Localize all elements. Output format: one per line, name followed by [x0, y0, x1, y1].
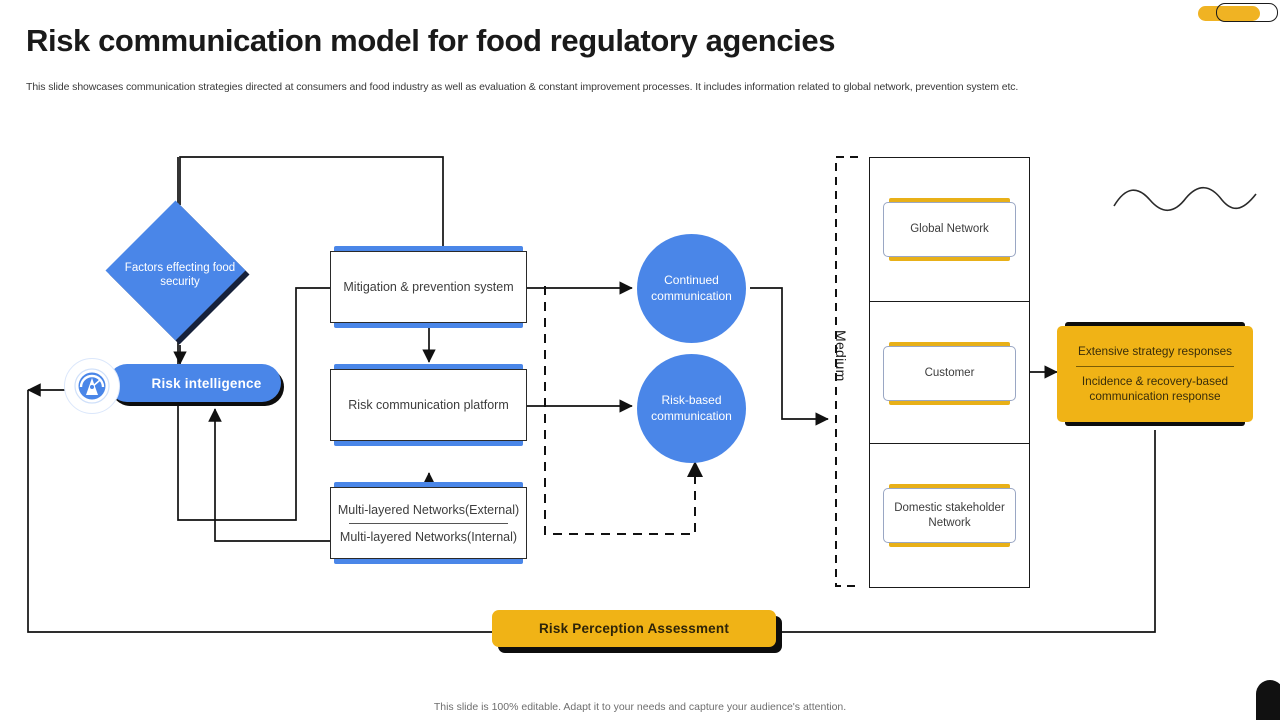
box-accent-bottom	[889, 255, 1010, 261]
risk-perception-assessment-label: Risk Perception Assessment	[538, 621, 730, 636]
mitigation-box-label: Mitigation & prevention system	[343, 280, 514, 294]
platform-box-body: Risk communication platform	[330, 369, 527, 441]
incidence-recovery-label: Incidence & recovery-based communication…	[1081, 374, 1229, 403]
risk-based-communication-circle[interactable]: Risk-based communication	[637, 354, 746, 463]
platform-box[interactable]: Risk communication platform	[330, 364, 527, 446]
extensive-strategy-label: Extensive strategy responses	[1077, 344, 1233, 359]
continued-communication-circle[interactable]: Continued communication	[637, 234, 746, 343]
box-accent-bottom	[334, 439, 523, 446]
gauge-radar-icon	[64, 358, 120, 414]
networks-divider	[348, 522, 509, 524]
footer-note: This slide is 100% editable. Adapt it to…	[433, 701, 847, 713]
box-accent-bottom	[334, 557, 523, 564]
networks-box-body: Multi-layered Networks(External) Multi-l…	[330, 487, 527, 559]
corner-decoration	[1256, 680, 1280, 720]
panel-shadow-top	[1065, 322, 1245, 329]
risk-based-communication-label: Risk-based communication	[651, 392, 732, 423]
box-accent-top	[334, 246, 523, 253]
medium-cell-domestic[interactable]: Domestic stakeholder Network	[870, 444, 1029, 587]
diamond-label: Factors effecting food security	[124, 261, 236, 288]
responses-panel[interactable]: Extensive strategy responses Incidence &…	[1057, 322, 1253, 426]
bar-body: Risk Perception Assessment	[492, 610, 776, 647]
networks-internal-label: Multi-layered Networks(Internal)	[339, 529, 518, 544]
global-network-label: Global Network	[883, 202, 1016, 257]
medium-label: Medium	[833, 330, 849, 382]
risk-intelligence-node[interactable]: Risk intelligence	[64, 358, 289, 416]
domestic-network-box[interactable]: Domestic stakeholder Network	[883, 484, 1016, 547]
customer-label: Customer	[883, 346, 1016, 401]
box-accent-top	[889, 484, 1010, 490]
responses-panel-body: Extensive strategy responses Incidence &…	[1057, 326, 1253, 422]
risk-intelligence-pill: Risk intelligence	[108, 364, 281, 402]
box-accent-top	[889, 198, 1010, 204]
mitigation-box-body: Mitigation & prevention system	[330, 251, 527, 323]
responses-divider	[1075, 366, 1235, 368]
decorative-pill	[1194, 2, 1280, 24]
networks-box[interactable]: Multi-layered Networks(External) Multi-l…	[330, 482, 527, 564]
squiggle-icon	[1113, 186, 1257, 212]
box-accent-top	[334, 364, 523, 371]
page-subtitle: This slide showcases communication strat…	[26, 81, 1019, 93]
platform-box-label: Risk communication platform	[348, 398, 509, 412]
box-accent-bottom	[889, 541, 1010, 547]
box-accent-bottom	[334, 321, 523, 328]
global-network-box[interactable]: Global Network	[883, 198, 1016, 261]
networks-external-label: Multi-layered Networks(External)	[337, 502, 520, 517]
page-title: Risk communication model for food regula…	[26, 23, 836, 58]
risk-intelligence-label: Risk intelligence	[151, 375, 262, 391]
box-accent-bottom	[889, 399, 1010, 405]
box-accent-top	[889, 342, 1010, 348]
factors-diamond[interactable]: Factors effecting food security	[105, 200, 250, 345]
medium-cell-global[interactable]: Global Network	[870, 158, 1029, 301]
decorative-pill-fill	[1198, 6, 1260, 21]
medium-group: Global Network Customer Domestic stakeho…	[869, 157, 1030, 588]
domestic-network-label: Domestic stakeholder Network	[883, 488, 1016, 543]
box-accent-top	[334, 482, 523, 489]
mitigation-box[interactable]: Mitigation & prevention system	[330, 246, 527, 328]
customer-box[interactable]: Customer	[883, 342, 1016, 405]
risk-perception-assessment-bar[interactable]: Risk Perception Assessment	[492, 610, 782, 653]
medium-cell-customer[interactable]: Customer	[870, 301, 1029, 444]
panel-shadow-bottom	[1065, 419, 1245, 426]
continued-communication-label: Continued communication	[651, 272, 732, 303]
decorative-pill-outline	[1216, 3, 1278, 22]
